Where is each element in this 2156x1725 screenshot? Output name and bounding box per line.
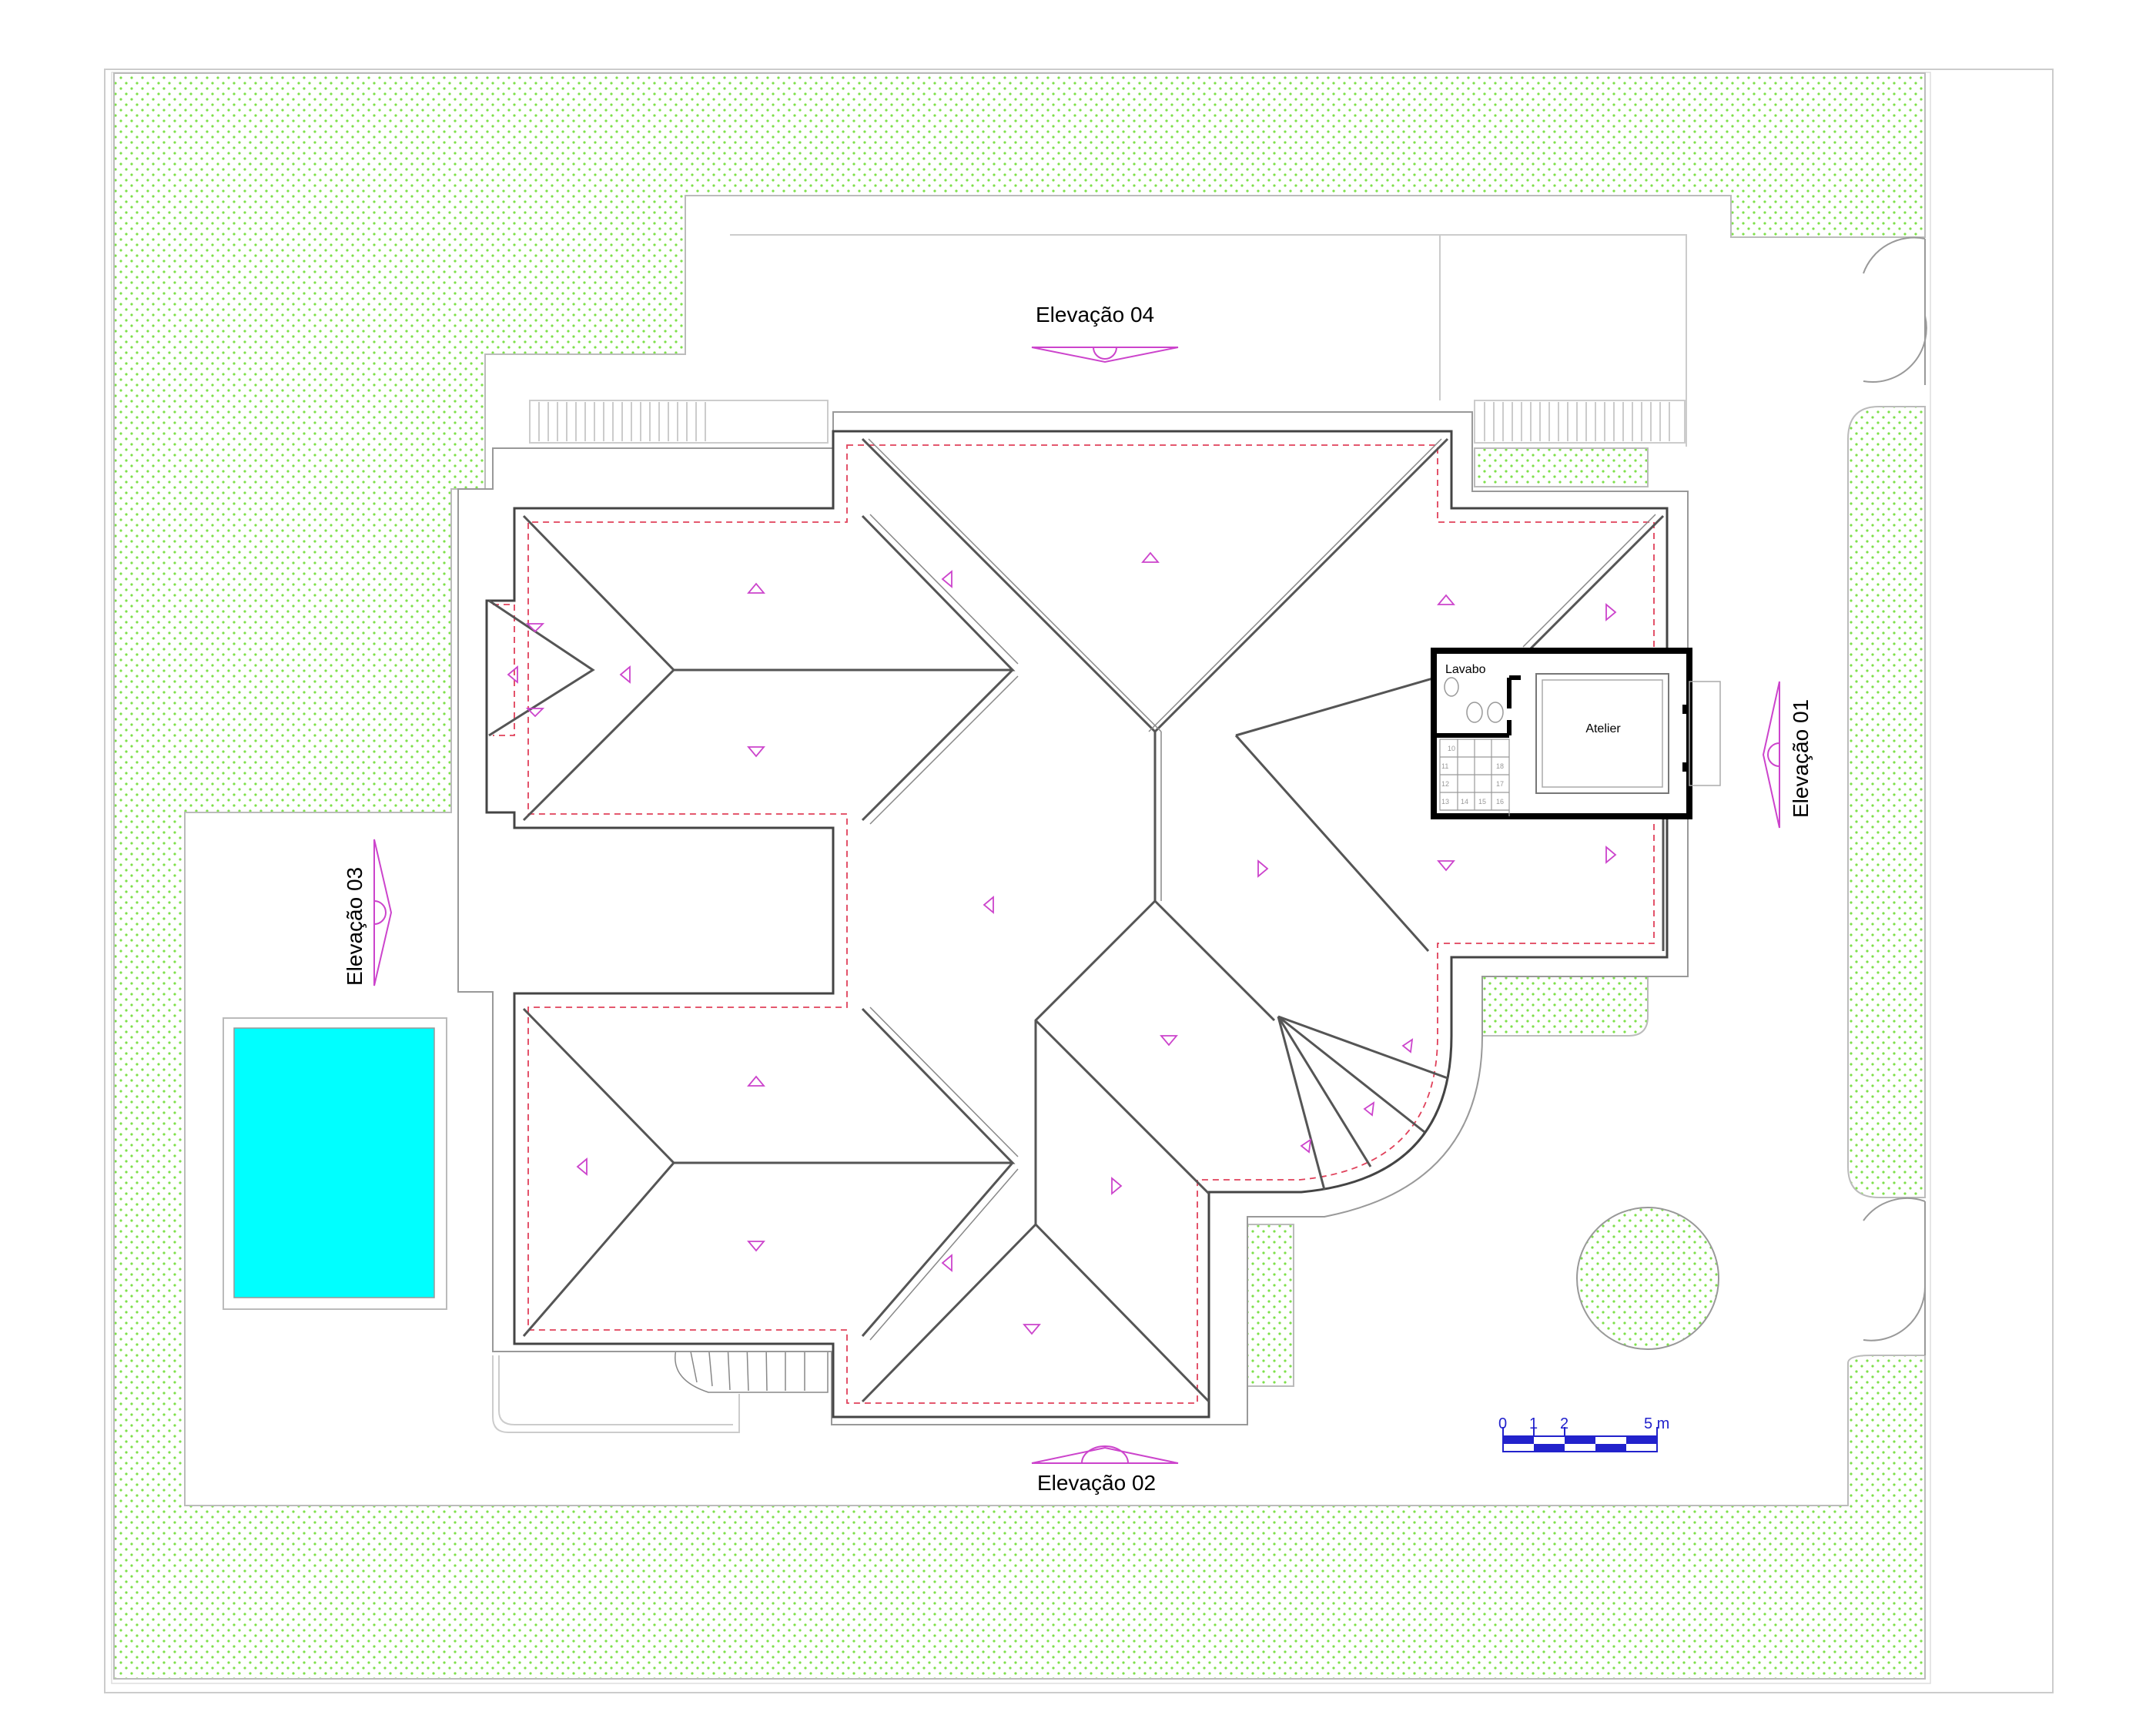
stair-num: 11 [1441,762,1448,770]
site-boundary [104,69,2054,1693]
garden-top-right [1474,447,1649,487]
scale-bar: 0 1 2 5 m [1498,1415,1669,1452]
stair-num: 17 [1496,780,1504,788]
garden-right-strip [1847,406,1926,1198]
paving-lines [492,234,1687,1433]
stair-step-numbers: 10 11 12 13 14 15 16 17 18 [1441,745,1504,806]
roof-ridges-double [868,438,1656,1341]
scale-tick-5: 5 m [1644,1415,1669,1432]
slope-arrows [507,551,1617,1335]
spiral-stair-bottom [675,1343,829,1393]
elevation-marker-01[interactable]: Elevação 01 [1762,681,1813,829]
toilet-fixtures [1444,677,1504,723]
stair-num: 16 [1496,798,1504,806]
stair-num: 10 [1448,745,1455,752]
elevation-marker-02[interactable]: Elevação 02 [1031,1445,1179,1495]
stair-num: 14 [1461,798,1468,806]
pool-water [233,1027,435,1298]
stair-num: 13 [1441,798,1449,806]
stair-num: 12 [1441,780,1449,788]
elevation-label-01: Elevação 01 [1789,699,1813,818]
elevation-marker-03[interactable]: Elevação 03 [343,839,393,986]
steps-top-left [538,402,706,441]
scale-tick-0: 0 [1498,1415,1507,1432]
atelier-stair [1439,739,1510,816]
atelier-block [1431,648,1721,819]
steps-top-right [1484,402,1670,441]
gate-bottom [1863,1197,1927,1355]
scale-tick-1: 1 [1529,1415,1538,1432]
tree-circle [1576,1207,1719,1350]
stair-num: 18 [1496,762,1504,770]
elevation-label-02: Elevação 02 [1037,1471,1156,1495]
scale-tick-2: 2 [1560,1415,1568,1432]
room-label-lavabo: Lavabo [1445,663,1486,676]
elevation-label-04: Elevação 04 [1036,303,1154,327]
stair-num: 15 [1478,798,1486,806]
room-label-atelier: Atelier [1585,722,1621,735]
elevation-marker-04[interactable]: Elevação 04 [1031,303,1179,363]
garden-area [113,72,1926,1680]
garden-right-lower [1481,976,1649,1037]
roof-outline [485,430,1669,1419]
elevation-label-03: Elevação 03 [343,867,367,986]
gate-top [1863,236,1927,385]
